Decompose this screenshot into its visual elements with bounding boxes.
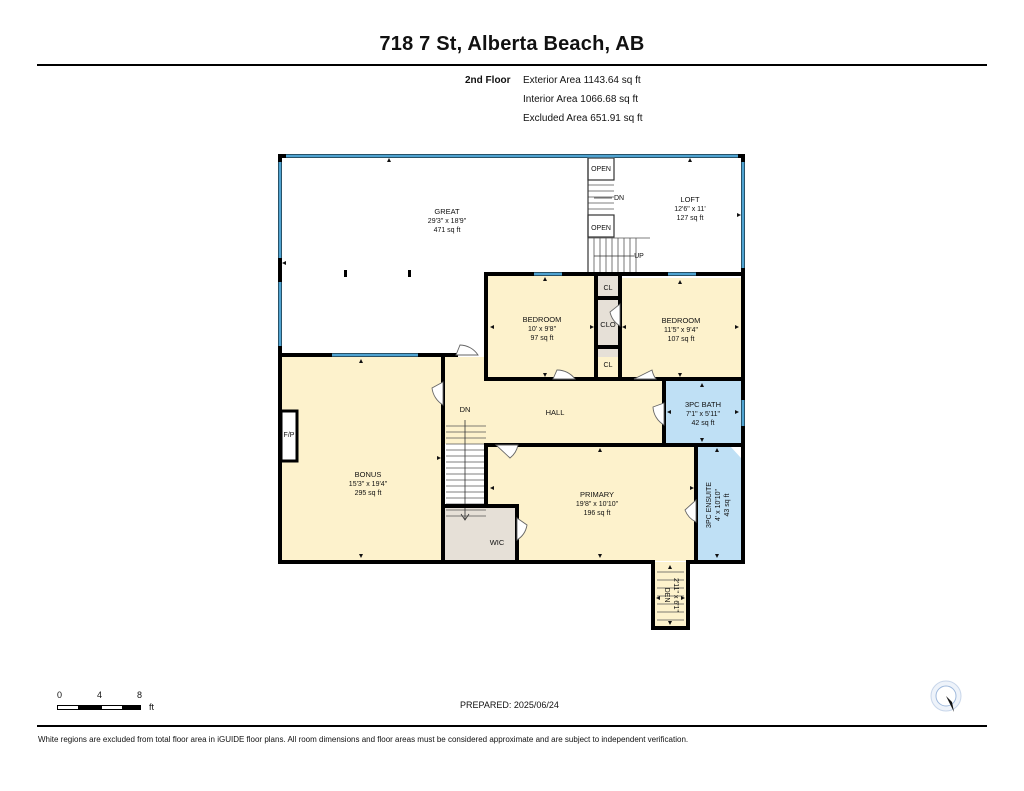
scale-eight: 8 bbox=[137, 690, 143, 700]
den-name: DEN bbox=[663, 588, 670, 603]
primary-area: 196 sq ft bbox=[584, 510, 611, 517]
ensuite-label-group: 3PC ENSUITE 4' x 10'10" 43 sq ft bbox=[706, 482, 731, 528]
bath-name: 3PC BATH bbox=[685, 400, 721, 409]
closet-top-fill bbox=[596, 276, 620, 298]
title-rule bbox=[37, 64, 987, 66]
dimension-ticks bbox=[282, 158, 741, 625]
wic-fill bbox=[443, 506, 517, 561]
clo-label: CLO bbox=[600, 320, 616, 329]
den-fill bbox=[654, 562, 687, 628]
fireplace-label: F/P bbox=[284, 432, 295, 439]
wic-name: WIC bbox=[490, 538, 505, 547]
den-label-group: DEN 2'11" x 6'1" bbox=[663, 578, 679, 612]
bath-dims: 7'1" x 5'11" bbox=[686, 411, 720, 418]
great-name: GREAT bbox=[434, 207, 460, 216]
bedroom2-name: BEDROOM bbox=[662, 316, 701, 325]
interior-area: Interior Area 1066.68 sq ft bbox=[523, 94, 639, 105]
scale-segment-4 bbox=[123, 705, 141, 710]
disclaimer-text: White regions are excluded from total fl… bbox=[38, 735, 689, 744]
bedroom1-dims: 10' x 9'8" bbox=[528, 326, 557, 333]
bedroom2-area: 107 sq ft bbox=[668, 336, 695, 343]
floor-label: 2nd Floor bbox=[465, 75, 511, 86]
hall-fill bbox=[443, 357, 664, 444]
open-top-label: OPEN bbox=[591, 166, 611, 173]
scale-four: 4 bbox=[97, 690, 103, 700]
page-title: 718 7 St, Alberta Beach, AB bbox=[379, 33, 645, 55]
bonus-fill bbox=[281, 357, 443, 561]
primary-dims: 19'8" x 10'10" bbox=[576, 501, 619, 508]
scale-segment-1 bbox=[57, 705, 79, 710]
bath-area: 42 sq ft bbox=[692, 420, 715, 427]
ensuite-area: 43 sq ft bbox=[724, 493, 731, 516]
walls bbox=[278, 154, 745, 630]
primary-fill bbox=[488, 446, 696, 561]
scale-unit: ft bbox=[149, 702, 155, 712]
dn-top-label: DN bbox=[614, 195, 624, 202]
great-area: 471 sq ft bbox=[434, 227, 461, 234]
scale-bar: 0 4 8 ft bbox=[55, 690, 165, 720]
posts bbox=[344, 270, 411, 277]
windows bbox=[278, 154, 745, 426]
bedroom2-dims: 11'5" x 9'4" bbox=[664, 327, 698, 334]
loft-area: 127 sq ft bbox=[677, 215, 704, 222]
den-stairs bbox=[657, 571, 684, 621]
stair-rails bbox=[587, 157, 615, 272]
hall-name: HALL bbox=[546, 408, 565, 417]
ensuite-name: 3PC ENSUITE bbox=[706, 482, 713, 528]
den-dims: 2'11" x 6'1" bbox=[672, 578, 679, 612]
up-label: UP bbox=[634, 253, 644, 260]
scale-segment-2 bbox=[79, 705, 101, 710]
loft-dims: 12'6" x 11' bbox=[674, 206, 706, 213]
dn-hall-label: DN bbox=[460, 405, 471, 414]
prepared-date: PREPARED: 2025/06/24 bbox=[460, 700, 559, 710]
scale-zero: 0 bbox=[57, 690, 63, 700]
loft-stairs bbox=[588, 184, 650, 272]
primary-name: PRIMARY bbox=[580, 490, 614, 499]
bonus-area: 295 sq ft bbox=[355, 490, 382, 497]
bedroom1-area: 97 sq ft bbox=[531, 335, 554, 342]
excluded-area: Excluded Area 651.91 sq ft bbox=[523, 113, 643, 124]
scale-segment-3 bbox=[101, 705, 123, 710]
cl-top-label: CL bbox=[604, 285, 613, 292]
ensuite-dims: 4' x 10'10" bbox=[715, 488, 722, 521]
bath-fill bbox=[664, 381, 741, 444]
bonus-dims: 15'3" x 19'4" bbox=[349, 481, 388, 488]
doors bbox=[431, 303, 697, 541]
fireplace bbox=[279, 409, 299, 463]
open-bottom-label: OPEN bbox=[591, 225, 611, 232]
great-dims: 29'3" x 18'9" bbox=[428, 218, 467, 225]
compass-icon bbox=[930, 680, 962, 712]
ensuite-fill bbox=[697, 446, 741, 561]
bedroom1-name: BEDROOM bbox=[523, 315, 562, 324]
footer-rule bbox=[37, 725, 987, 727]
cl-bottom-label: CL bbox=[604, 362, 613, 369]
bonus-name: BONUS bbox=[355, 470, 382, 479]
exterior-area: Exterior Area 1143.64 sq ft bbox=[523, 75, 641, 86]
loft-name: LOFT bbox=[680, 195, 700, 204]
